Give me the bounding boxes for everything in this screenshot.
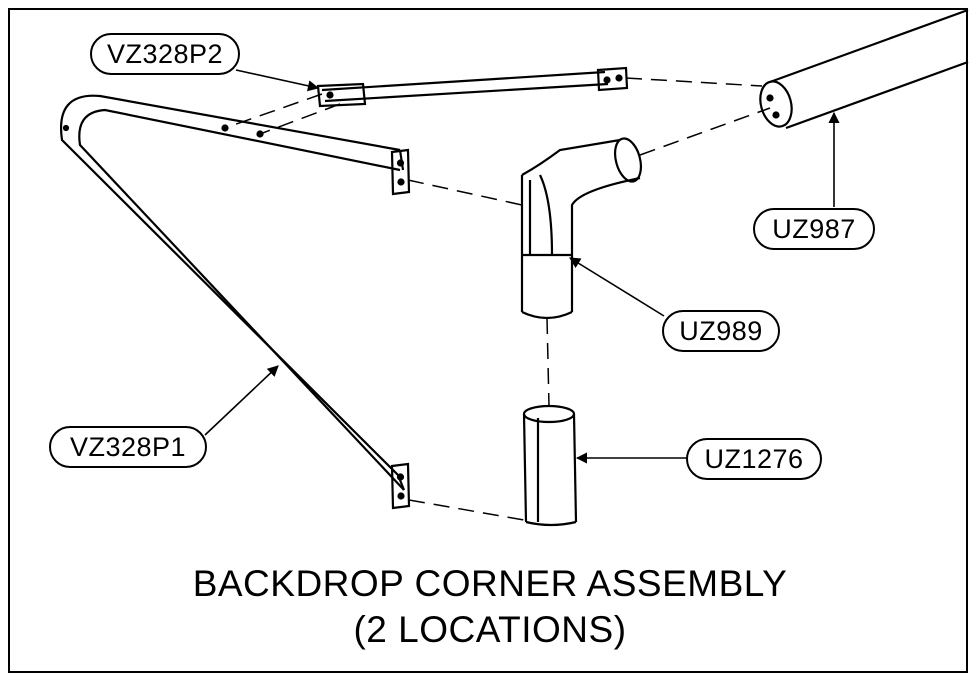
callout-vz328p1: VZ328P1: [49, 426, 207, 468]
part-uz987: [759, 8, 969, 130]
part-vz328p2: [316, 66, 629, 108]
assembly-lines: [224, 77, 771, 521]
caption-subtitle: (2 LOCATIONS): [353, 609, 627, 650]
part-vz328p1: [60, 94, 411, 510]
callout-vz328p2: VZ328P2: [90, 33, 240, 75]
callout-uz989: UZ989: [662, 310, 780, 352]
caption-title: BACKDROP CORNER ASSEMBLY: [192, 563, 788, 604]
leader-lines: [204, 69, 840, 464]
callout-uz1276: UZ1276: [686, 438, 822, 480]
callout-uz987: UZ987: [753, 208, 875, 250]
part-uz1276: [522, 404, 578, 527]
part-uz989: [520, 137, 643, 320]
drawing-border: [8, 8, 968, 673]
